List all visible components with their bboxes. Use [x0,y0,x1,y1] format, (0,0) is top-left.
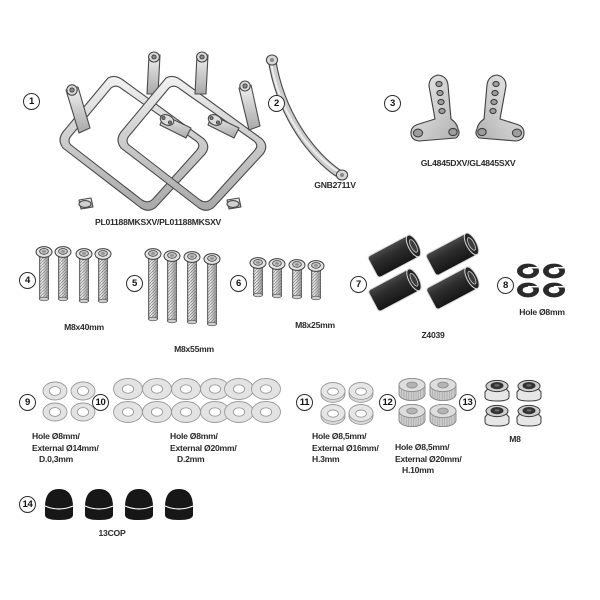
item-number-2: 2 [268,95,285,112]
item-number-1: 1 [23,93,40,110]
part-mounting-brackets [405,72,530,154]
caption-item-1: PL01188MKSXV/PL01188MKSXV [94,217,222,227]
caption-item-11: Hole Ø8,5mm/ External Ø16mm/ H.3mm [312,431,379,464]
caption-item-8: Hole Ø8mm [519,307,565,317]
item-number-14: 14 [19,496,36,513]
part-pannier-side-frames [45,50,280,220]
item-number-11: 11 [296,394,313,411]
part-flange-nuts [481,378,551,432]
caption-item-2: GNB2711V [314,180,356,190]
item-number-5: 5 [126,275,143,292]
item-number-10: 10 [92,394,109,411]
part-spacer-tubes [365,232,485,316]
item-number-7: 7 [350,276,367,293]
part-washers-20mm [113,378,283,424]
part-bolts-m8x25 [249,255,330,313]
caption-item-5: M8x55mm [174,344,214,354]
caption-item-13: M8 [509,434,521,444]
caption-item-9: Hole Ø8mm/ External Ø14mm/ D.0,3mm [32,431,99,464]
item-number-3: 3 [384,95,401,112]
part-cap-covers [42,485,202,527]
item-number-4: 4 [19,272,36,289]
part-bolts-m8x40 [35,244,116,320]
caption-item-10: Hole Ø8mm/ External Ø20mm/ D.2mm [170,431,237,464]
caption-item-6: M8x25mm [295,320,335,330]
caption-item-7: Z4039 [421,330,445,340]
item-number-9: 9 [19,394,36,411]
part-lock-washers [516,262,568,302]
part-bolts-m8x55 [144,246,227,338]
item-number-6: 6 [230,275,247,292]
item-number-8: 8 [497,277,514,294]
caption-item-12: Hole Ø8,5mm/ External Ø20mm/ H.10mm [395,442,462,475]
part-spacers-16mm [320,381,376,425]
part-curved-cross-brace [265,52,355,182]
part-spacers-20mm [398,376,460,428]
item-number-13: 13 [459,394,476,411]
part-washers-14mm [42,381,98,423]
caption-item-3: GL4845DXV/GL4845SXV [420,158,516,168]
caption-item-4: M8x40mm [64,322,104,332]
item-number-12: 12 [379,394,396,411]
caption-item-14: 13COP [98,528,126,538]
